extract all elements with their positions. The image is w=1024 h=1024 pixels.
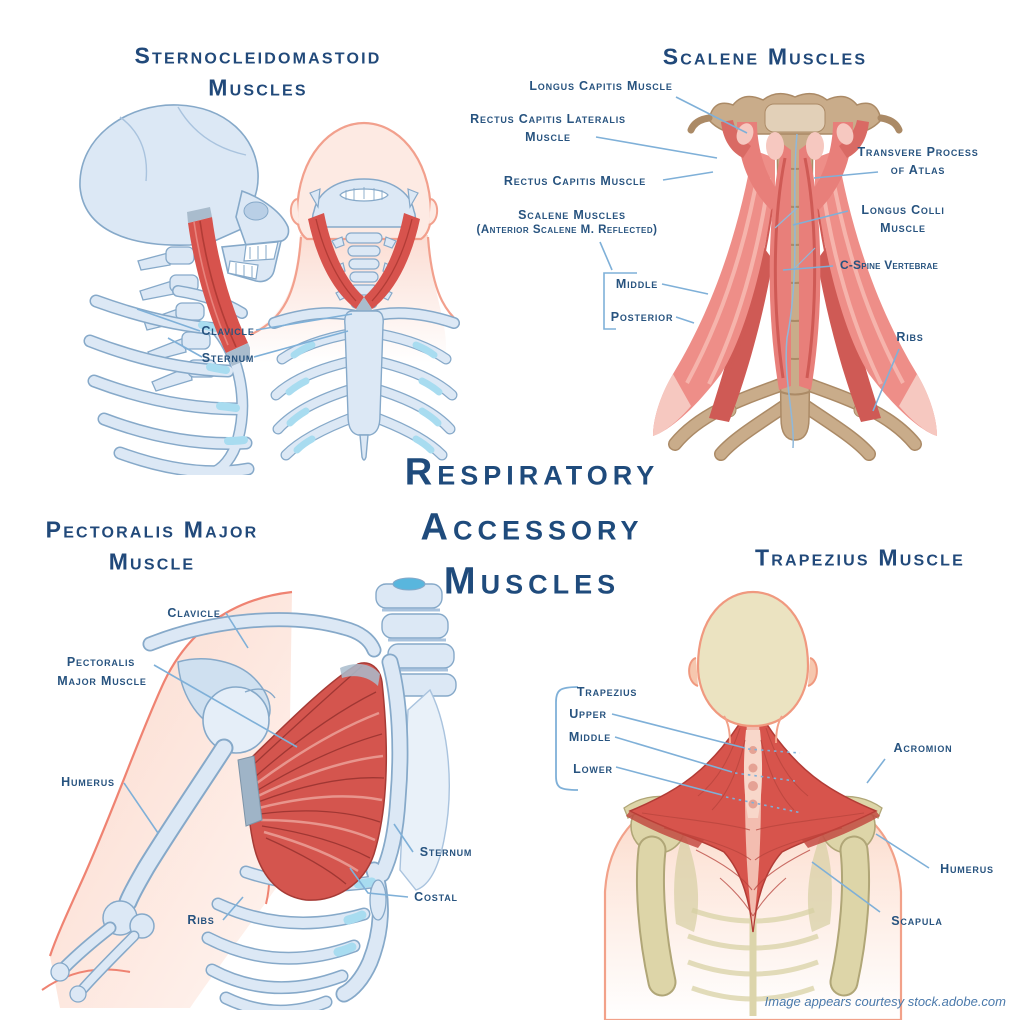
leader-scm-sternum-left [167,337,203,358]
label-scalene-muscles-line2: (Anterior Scalene M. Reflected) [476,224,658,236]
pectoralis-major-muscle [237,662,388,901]
scm-side-view [79,104,290,475]
label-scalene-muscles-line1: Scalene Muscles [518,208,626,222]
leader-rectus-capitis [662,171,714,181]
leader-scalene-ribs [872,348,900,412]
label-pect-muscle-line2: Major Muscle [57,674,147,688]
label-pect-clavicle: Clavicle [167,606,221,620]
label-c-spine-vertebrae: C-Spine Vertebrae [839,258,939,272]
label-trap-upper: Upper [569,707,607,721]
leader-posterior [675,316,695,324]
label-pect-sternum: Sternum [419,845,473,859]
scalene-bracket [603,272,637,330]
leader-pect-ribs [222,896,244,921]
leader-longus-colli [792,210,849,226]
leader-scm-clavicle-left [136,308,201,332]
leader-pect-sternum [393,823,414,853]
label-scalene-ribs: Ribs [896,330,924,344]
leader-trap-upper-dotted [747,748,801,754]
label-rectus-capitis-lateralis-line1: Rectus Capitis Lateralis [470,112,626,126]
leader-scalene-to-bracket [599,241,613,271]
label-rectus-capitis-lateralis-line2: Muscle [525,130,571,144]
main-title-line2: Accessory [420,506,644,549]
scm-muscle-side [187,207,254,366]
leader-middle [661,283,709,295]
label-trapezius: Trapezius [576,685,638,699]
label-scm-clavicle: Clavicle [201,324,255,338]
label-acromion: Acromion [893,741,953,755]
label-pect-ribs: Ribs [187,913,215,927]
leader-trap-upper [611,713,746,749]
label-trap-humerus: Humerus [940,862,994,876]
label-trap-middle: Middle [568,730,612,744]
trapezius-muscle [626,698,880,933]
trapezius-bracket [555,686,579,791]
scalene-illustration [653,92,937,461]
leader-pect-costal [349,867,409,898]
label-pect-muscle-line1: Pectoralis [66,655,136,669]
leader-scm-clavicle-right [255,313,353,331]
scm-panel-title-line2: Muscles [208,74,308,101]
scm-muscles-front [308,213,420,309]
sternocleidomastoid-illustration [79,104,460,475]
scalene-muscle-fans [653,150,937,436]
leader-trap-middle [614,736,733,773]
leader-pect-clavicle [225,612,249,649]
leader-atlas [813,171,879,179]
label-scapula: Scapula [891,914,943,928]
leader-trap-middle-dotted [734,772,796,782]
scalene-panel-title: Scalene Muscles [662,43,868,70]
pectoralis-panel-title-line2: Muscle [108,548,196,575]
leader-pect-humerus [123,782,159,834]
trapezius-panel-title: Trapezius Muscle [755,544,965,571]
label-transverse-process-line1: Transvere Process [857,145,979,159]
label-longus-colli-line1: Longus Colli [861,203,945,217]
pectoralis-panel-title-line1: Pectoralis Major [45,516,259,543]
leader-rectus-capitis-lateralis [595,136,718,159]
label-rectus-capitis: Rectus Capitis Muscle [503,174,647,188]
main-title-line1: Respiratory [404,451,660,494]
scm-front-view [249,121,460,461]
scm-panel-title-line1: Sternocleidomastoid [134,42,382,69]
leader-c-spine [782,265,834,271]
leader-trap-lower [615,766,723,796]
leader-scm-sternum-right [253,330,349,358]
leader-trap-lower-dotted [725,796,803,814]
label-longus-colli-line2: Muscle [880,221,926,235]
label-trap-lower: Lower [573,762,613,776]
label-pect-costal: Costal [414,890,458,904]
leader-longus-capitis [675,96,748,134]
label-longus-capitis: Longus Capitis Muscle [529,79,673,93]
label-scalene-posterior: Posterior [610,310,674,324]
attribution: Image appears courtesy stock.adobe.com [764,994,1006,1009]
trapezius-illustration [603,590,903,1020]
label-scalene-middle: Middle [615,277,659,291]
label-transverse-process-line2: of Atlas [890,163,946,177]
leader-trap-humerus [875,833,930,869]
leader-pect-muscle [153,664,298,748]
leader-scapula [811,861,881,913]
main-title-line3: Muscles [443,560,621,603]
leader-acromion [866,758,886,784]
label-scm-sternum: Sternum [201,351,255,365]
label-pect-humerus: Humerus [61,775,115,789]
